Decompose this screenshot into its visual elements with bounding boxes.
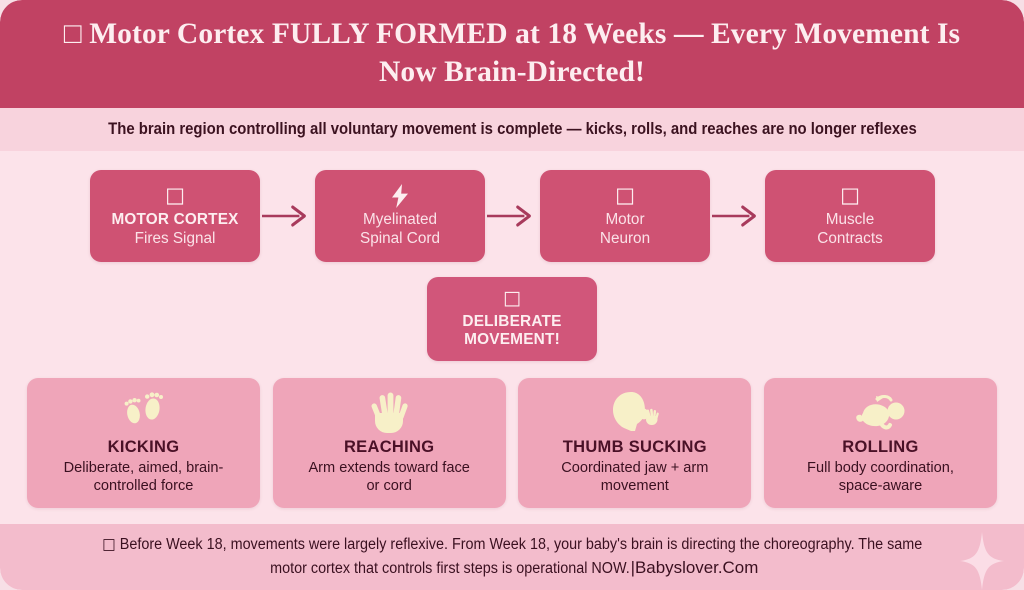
header-tofu-icon: □ (63, 18, 82, 51)
card-thumb-sucking: THUMB SUCKING Coordinated jaw + arm move… (518, 378, 752, 508)
chain-step-label-primary: Motor (605, 211, 645, 229)
flow-arrow-2 (487, 203, 538, 229)
chain-step-motor-cortex: □ MOTOR CORTEX Fires Signal (90, 170, 260, 262)
chain-step-label-secondary: Contracts (817, 229, 883, 247)
chain-step-muscle-contracts: □ Muscle Contracts (765, 170, 935, 262)
chain-step-label-primary: MOTOR CORTEX (111, 211, 239, 229)
rolling-baby-icon (851, 388, 909, 436)
footer-banner: □ Before Week 18, movements were largely… (0, 524, 1024, 590)
header-banner: □ Motor Cortex FULLY FORMED at 18 Weeks … (0, 0, 1024, 108)
card-desc-line2: or cord (366, 477, 412, 494)
chain-step-label-secondary: Neuron (599, 229, 651, 247)
chain-step-spinal-cord: Myelinated Spinal Cord (315, 170, 485, 262)
chain-step-label-secondary: Spinal Cord (360, 229, 440, 247)
footer-tofu-icon: □ (101, 535, 116, 554)
card-title: ROLLING (842, 438, 919, 456)
card-desc-line1: Deliberate, aimed, brain- (63, 460, 224, 476)
signal-flow-chain: □ MOTOR CORTEX Fires Signal Myelinated S… (90, 170, 935, 262)
chain-step-label-primary: Myelinated (363, 211, 437, 229)
header-title-text: Motor Cortex FULLY FORMED at 18 Weeks — … (89, 18, 961, 88)
subtitle-text: The brain region controlling all volunta… (107, 120, 917, 138)
page-title: □ Motor Cortex FULLY FORMED at 18 Weeks … (34, 16, 990, 92)
tofu-box-icon: □ (165, 183, 185, 208)
card-title: THUMB SUCKING (562, 438, 707, 456)
baby-head-hand-icon (609, 388, 661, 436)
tofu-box-icon: □ (503, 286, 521, 309)
lightning-bolt-icon (390, 183, 410, 208)
chain-step-motor-neuron: □ Motor Neuron (540, 170, 710, 262)
chain-step-label-secondary: Fires Signal (134, 229, 216, 247)
card-title: REACHING (343, 438, 435, 456)
flow-arrow-1 (262, 203, 313, 229)
deliberate-label-line2: MOVEMENT! (464, 331, 560, 348)
tofu-box-icon: □ (615, 183, 635, 208)
footer-line1: Before Week 18, movements were largely r… (119, 536, 923, 554)
deliberate-movement-box: □ DELIBERATE MOVEMENT! (427, 277, 597, 361)
card-desc-line2: space-aware (838, 477, 923, 494)
footer-line2: motor cortex that controls first steps i… (269, 560, 634, 578)
card-title: KICKING (107, 438, 180, 456)
brand-link[interactable]: |Babyslover.Com (629, 558, 758, 578)
footer-text: □ Before Week 18, movements were largely… (102, 533, 922, 581)
card-desc-line1: Coordinated jaw + arm (561, 460, 709, 476)
card-desc-line1: Full body coordination, (807, 460, 954, 476)
subtitle-band: The brain region controlling all volunta… (0, 108, 1024, 151)
feature-cards: KICKING Deliberate, aimed, brain- contro… (27, 378, 997, 508)
flow-arrow-3 (712, 203, 763, 229)
card-desc-line1: Arm extends toward face (308, 460, 470, 476)
sparkle-icon (960, 532, 1004, 590)
card-desc-line2: movement (600, 477, 669, 494)
tofu-box-icon: □ (840, 183, 860, 208)
footprints-icon (120, 388, 168, 436)
deliberate-label-line1: DELIBERATE (462, 312, 562, 330)
card-desc-line2: controlled force (93, 477, 194, 494)
open-hand-icon (367, 388, 411, 436)
card-rolling: ROLLING Full body coordination, space-aw… (763, 378, 997, 508)
body-area: □ MOTOR CORTEX Fires Signal Myelinated S… (0, 151, 1024, 524)
chain-step-label-primary: Muscle (825, 211, 875, 229)
card-kicking: KICKING Deliberate, aimed, brain- contro… (27, 378, 260, 508)
card-reaching: REACHING Arm extends toward face or cord (272, 378, 506, 508)
